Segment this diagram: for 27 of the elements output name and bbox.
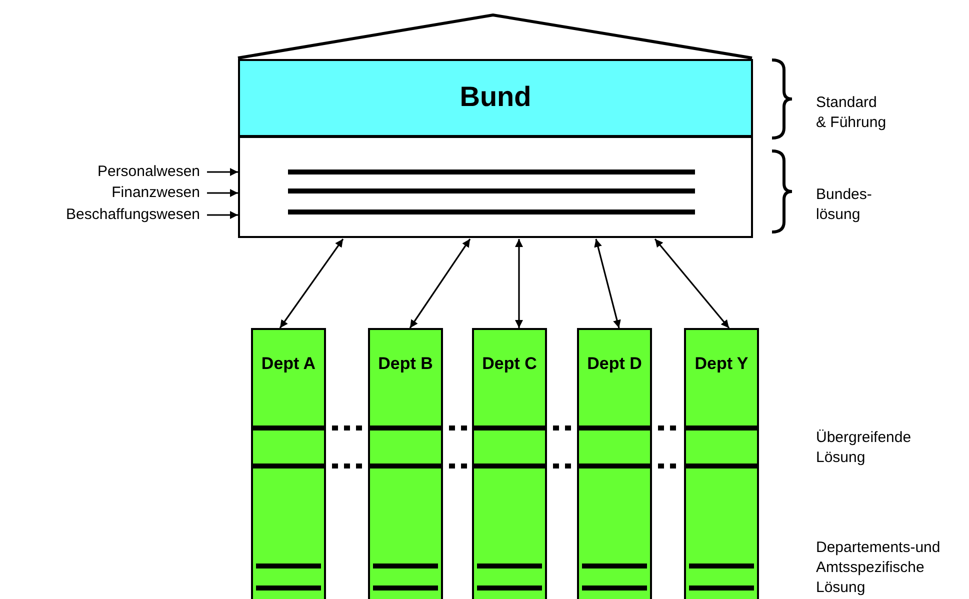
side-note: Departements-und Amtsspezifische Lösung: [816, 538, 942, 598]
arrow: [207, 189, 238, 197]
side-note: Standard & Führung: [816, 93, 887, 133]
arrow: [207, 211, 238, 219]
arrow: [279, 238, 344, 328]
department-column: [368, 328, 443, 599]
arrow: [654, 238, 730, 329]
arrow: [515, 239, 523, 328]
input-label: Finanzwesen: [112, 183, 200, 203]
input-label: Personalwesen: [97, 162, 200, 182]
department-column: [472, 328, 547, 599]
department-title: Dept C: [481, 354, 538, 374]
arrow: [207, 168, 238, 176]
department-title: Dept B: [377, 354, 434, 374]
input-label: Beschaffungswesen: [66, 205, 200, 225]
department-column: [684, 328, 759, 599]
department-title: Dept Y: [694, 354, 750, 374]
tier-title: Bund: [458, 81, 532, 113]
side-note: Bundes- lösung: [816, 185, 873, 225]
department-column: [251, 328, 326, 599]
arrow: [594, 238, 621, 328]
department-title: Dept D: [586, 354, 643, 374]
tier-box: [238, 59, 753, 137]
department-title: Dept A: [260, 354, 317, 374]
arrow: [409, 238, 471, 328]
department-column: [577, 328, 652, 599]
side-note: Übergreifende Lösung: [816, 428, 912, 468]
